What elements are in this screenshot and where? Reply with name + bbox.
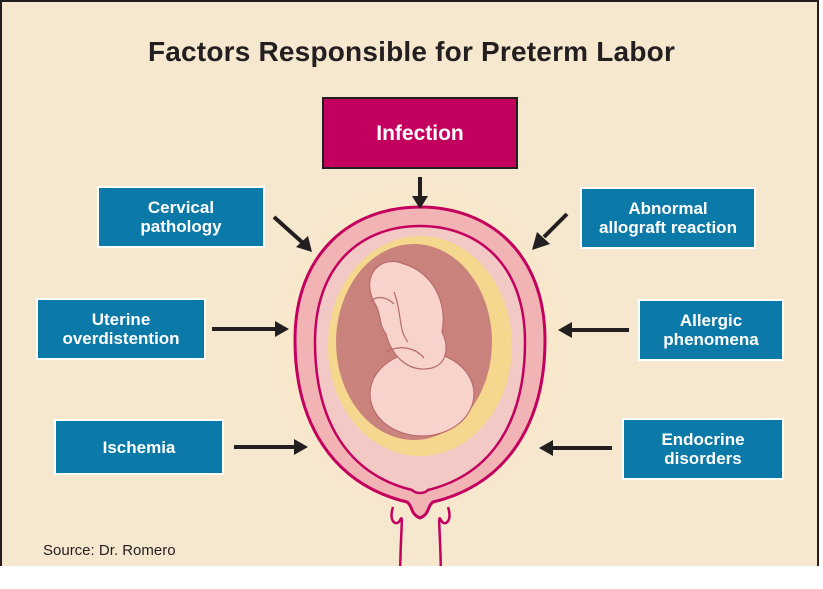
factor-allergic-line1: Allergic (663, 311, 758, 330)
factor-endocrine-box: Endocrine disorders (622, 418, 784, 480)
factor-allograft-line2: allograft reaction (599, 218, 737, 237)
factor-cervical-box: Cervical pathology (97, 186, 265, 248)
arrow-ischemia (234, 439, 308, 455)
arrow-uterine (212, 321, 289, 337)
source-credit: Source: Dr. Romero (43, 542, 176, 559)
factor-uterine-line1: Uterine (62, 310, 179, 329)
factor-ischemia-box: Ischemia (54, 419, 224, 475)
factor-allergic-box: Allergic phenomena (638, 299, 784, 361)
factor-cervical-line1: Cervical (140, 198, 221, 217)
factor-uterine-box: Uterine overdistention (36, 298, 206, 360)
factor-uterine-line2: overdistention (62, 329, 179, 348)
factor-cervical-line2: pathology (140, 217, 221, 236)
bottom-margin (0, 566, 823, 589)
factor-endocrine-line2: disorders (661, 449, 744, 468)
factor-allergic-line2: phenomena (663, 330, 758, 349)
factor-infection-label: Infection (376, 124, 464, 143)
factor-ischemia-label: Ischemia (103, 438, 176, 457)
factor-allograft-box: Abnormal allograft reaction (580, 187, 756, 249)
factor-infection-box: Infection (322, 97, 518, 169)
arrow-allergic (558, 322, 629, 338)
factor-endocrine-line1: Endocrine (661, 430, 744, 449)
arrow-endocrine (539, 440, 612, 456)
factor-allograft-line1: Abnormal (599, 199, 737, 218)
